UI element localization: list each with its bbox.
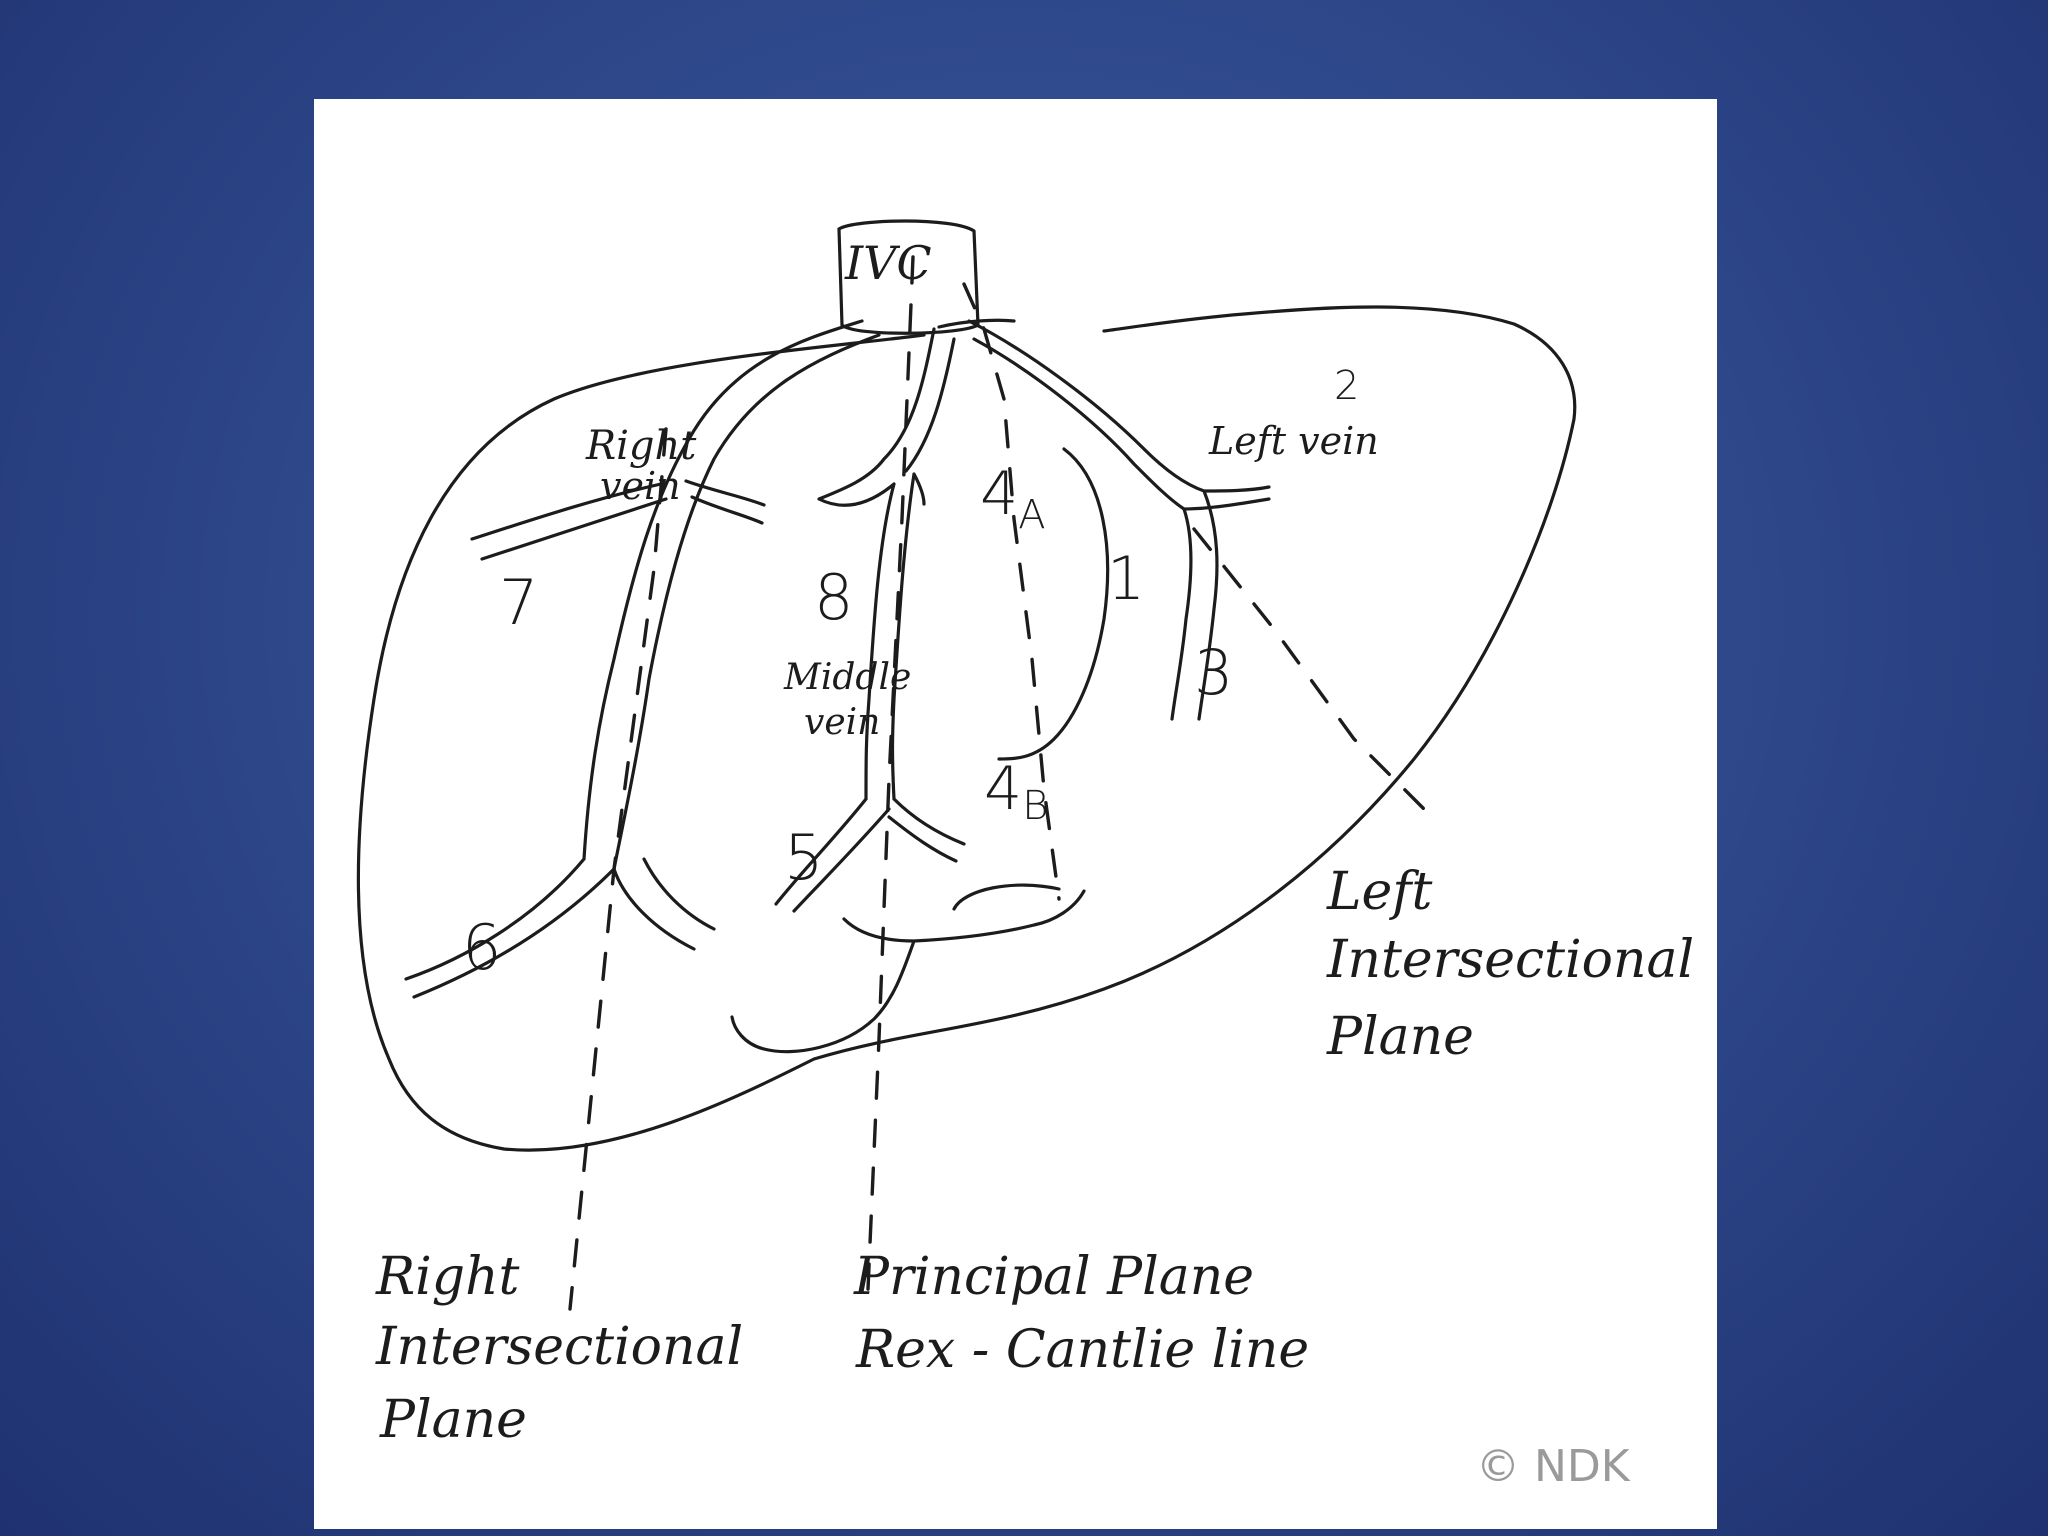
left-plane-label-line1: Left	[1326, 862, 1433, 922]
liver-segments-diagram: IVC Right vein Left vein Middle vein 1 2…	[356, 219, 1694, 1492]
right-vein	[404, 319, 881, 999]
segment-4a-number: 4	[980, 459, 1018, 529]
left-plane-label-line3: Plane	[1326, 1007, 1474, 1067]
principal-plane-label-line1: Principal Plane	[853, 1247, 1254, 1307]
right-intersectional-plane-line	[568, 427, 668, 1311]
left-vein	[967, 319, 1271, 721]
segment-3-label: 3	[1194, 636, 1233, 709]
left-vein-label: Left vein	[1208, 419, 1379, 463]
right-plane-label-line1: Right	[375, 1247, 520, 1307]
segment-4b-number: 4	[984, 754, 1022, 824]
segment-8-label: 8	[814, 561, 853, 634]
principal-plane-label-line2: Rex - Cantlie line	[855, 1320, 1309, 1380]
segment-2-label: 2	[1334, 363, 1359, 409]
caudate-outline	[997, 447, 1110, 761]
segment-4b-label: 4B	[984, 754, 1048, 829]
right-plane-label-line2: Intersectional	[375, 1317, 743, 1377]
left-intersectional-plane-line	[1192, 527, 1436, 821]
middle-vein	[774, 327, 966, 913]
segment-4a-subscript: A	[1018, 492, 1045, 538]
segment-5-label: 5	[784, 821, 823, 894]
diagram-panel: IVC Right vein Left vein Middle vein 1 2…	[314, 99, 1717, 1529]
middle-vein-label-line1: Middle	[783, 657, 911, 698]
segment-1-label: 1	[1107, 544, 1145, 614]
segment-4b-subscript: B	[1022, 783, 1048, 829]
principal-plane-line	[866, 255, 915, 1291]
liver-outline	[356, 305, 1577, 1152]
segment-4a-label: 4A	[980, 459, 1046, 538]
ivc-vessel	[837, 219, 980, 335]
right-vein-branch-7	[470, 479, 766, 561]
portal-vessel	[730, 883, 1086, 1054]
segment-7-label: 7	[499, 566, 538, 639]
right-vein-label-line2: vein	[600, 464, 681, 508]
right-plane-label-line3: Plane	[379, 1390, 527, 1450]
segment-6-label: 6	[462, 911, 501, 984]
middle-vein-label-line2: vein	[804, 702, 880, 743]
right-vein-label-line1: Right	[585, 423, 697, 469]
left-plane-label-line2: Intersectional	[1326, 930, 1694, 990]
copyright-label: © NDK	[1476, 1441, 1631, 1492]
principal-plane-line-upper	[962, 282, 1061, 901]
ivc-label: IVC	[844, 236, 932, 290]
